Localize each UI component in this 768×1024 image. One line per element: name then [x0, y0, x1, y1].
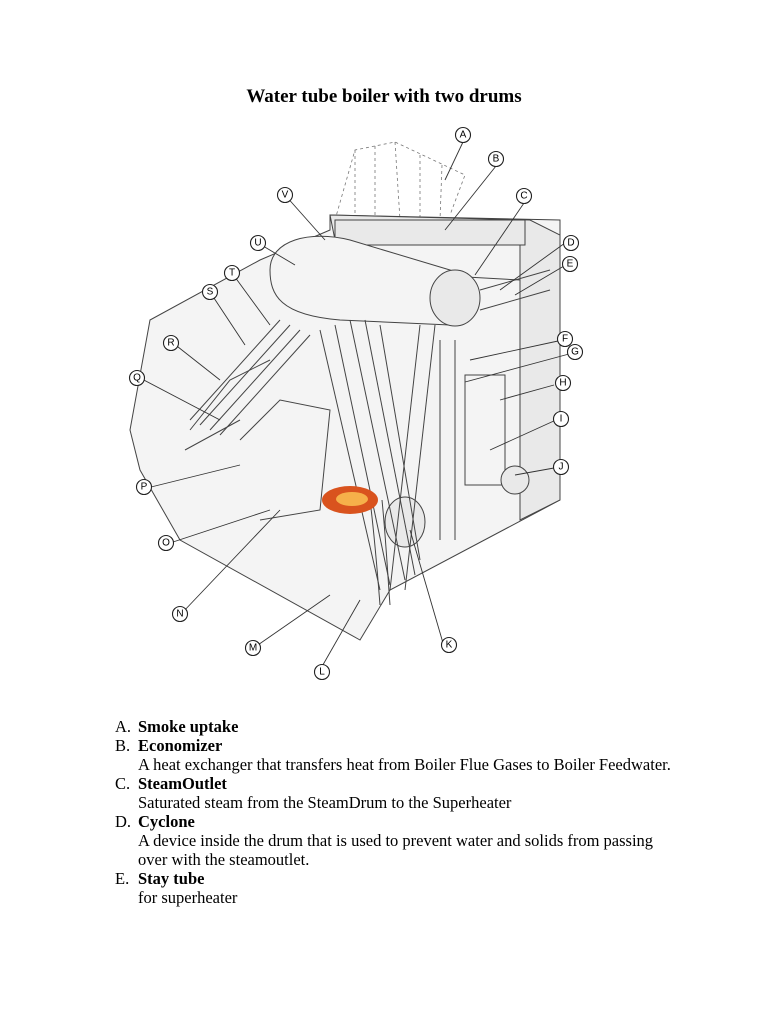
- callout-o: O: [157, 534, 175, 552]
- legend-item: C. SteamOutlet Saturated steam from the …: [115, 774, 675, 812]
- svg-text:T: T: [229, 268, 235, 279]
- svg-text:J: J: [559, 462, 564, 473]
- callout-i: I: [552, 410, 570, 428]
- svg-text:P: P: [141, 482, 148, 493]
- page-title: Water tube boiler with two drums: [246, 86, 522, 107]
- svg-text:K: K: [446, 640, 453, 651]
- legend-letter: B.: [115, 736, 131, 755]
- svg-text:L: L: [319, 667, 325, 678]
- svg-text:N: N: [176, 609, 183, 620]
- legend-item: D. Cyclone A device inside the drum that…: [115, 812, 675, 869]
- svg-text:E: E: [567, 259, 574, 270]
- callout-e: E: [561, 255, 579, 273]
- callout-d: D: [562, 234, 580, 252]
- callout-p: P: [135, 478, 153, 496]
- svg-text:Q: Q: [133, 373, 141, 384]
- svg-text:F: F: [562, 334, 568, 345]
- svg-text:I: I: [560, 414, 563, 425]
- callout-q: Q: [128, 369, 146, 387]
- smoke-uptake-hood: [334, 141, 466, 221]
- legend-item: E. Stay tube for superheater: [115, 869, 675, 907]
- component-legend: A. Smoke uptake B. Economizer A heat exc…: [115, 717, 675, 907]
- legend-item: B. Economizer A heat exchanger that tran…: [115, 736, 675, 774]
- callout-s: S: [201, 283, 219, 301]
- leader-lines: [139, 141, 570, 671]
- legend-letter: E.: [115, 869, 130, 888]
- svg-text:V: V: [282, 190, 289, 201]
- svg-text:R: R: [167, 338, 174, 349]
- burner-flame: [322, 486, 378, 514]
- legend-letter: D.: [115, 812, 132, 831]
- svg-text:G: G: [571, 347, 579, 358]
- legend-term: Smoke uptake: [138, 717, 239, 736]
- legend-letter: A.: [115, 717, 132, 736]
- callout-k: K: [440, 636, 458, 654]
- callout-g: G: [566, 343, 584, 361]
- legend-term: Economizer: [138, 736, 223, 755]
- legend-description: for superheater: [138, 888, 238, 907]
- boiler-casing: [129, 214, 561, 641]
- legend-description: Saturated steam from the SteamDrum to th…: [138, 793, 512, 812]
- legend-description: A device inside the drum that is used to…: [138, 831, 654, 869]
- callout-m: M: [244, 639, 262, 657]
- callout-n: N: [171, 605, 189, 623]
- boiler-illustration: A B C D E F G H I J K L M N O P Q R S T …: [128, 126, 584, 681]
- callout-a: A: [454, 126, 472, 144]
- svg-text:H: H: [559, 378, 566, 389]
- svg-text:O: O: [162, 538, 170, 549]
- callout-u: U: [249, 234, 267, 252]
- svg-text:B: B: [493, 154, 500, 165]
- boiler-diagram: A B C D E F G H I J K L M N O P Q R S T …: [120, 120, 590, 690]
- callout-b: B: [487, 150, 505, 168]
- svg-text:A: A: [460, 130, 467, 141]
- legend-letter: C.: [115, 774, 131, 793]
- callout-t: T: [223, 264, 241, 282]
- callout-v: V: [276, 186, 294, 204]
- callout-f: F: [556, 330, 574, 348]
- svg-text:U: U: [254, 238, 261, 249]
- svg-text:S: S: [207, 287, 214, 298]
- callout-j: J: [552, 458, 570, 476]
- callout-h: H: [554, 374, 572, 392]
- svg-text:C: C: [520, 191, 527, 202]
- legend-term: Stay tube: [138, 869, 205, 888]
- svg-text:D: D: [567, 238, 574, 249]
- callout-c: C: [515, 187, 533, 205]
- callout-r: R: [162, 334, 180, 352]
- legend-item: A. Smoke uptake: [115, 717, 675, 736]
- svg-text:M: M: [249, 643, 257, 654]
- legend-term: Cyclone: [138, 812, 195, 831]
- legend-term: SteamOutlet: [138, 774, 227, 793]
- legend-description: A heat exchanger that transfers heat fro…: [138, 755, 671, 774]
- callout-l: L: [313, 663, 331, 681]
